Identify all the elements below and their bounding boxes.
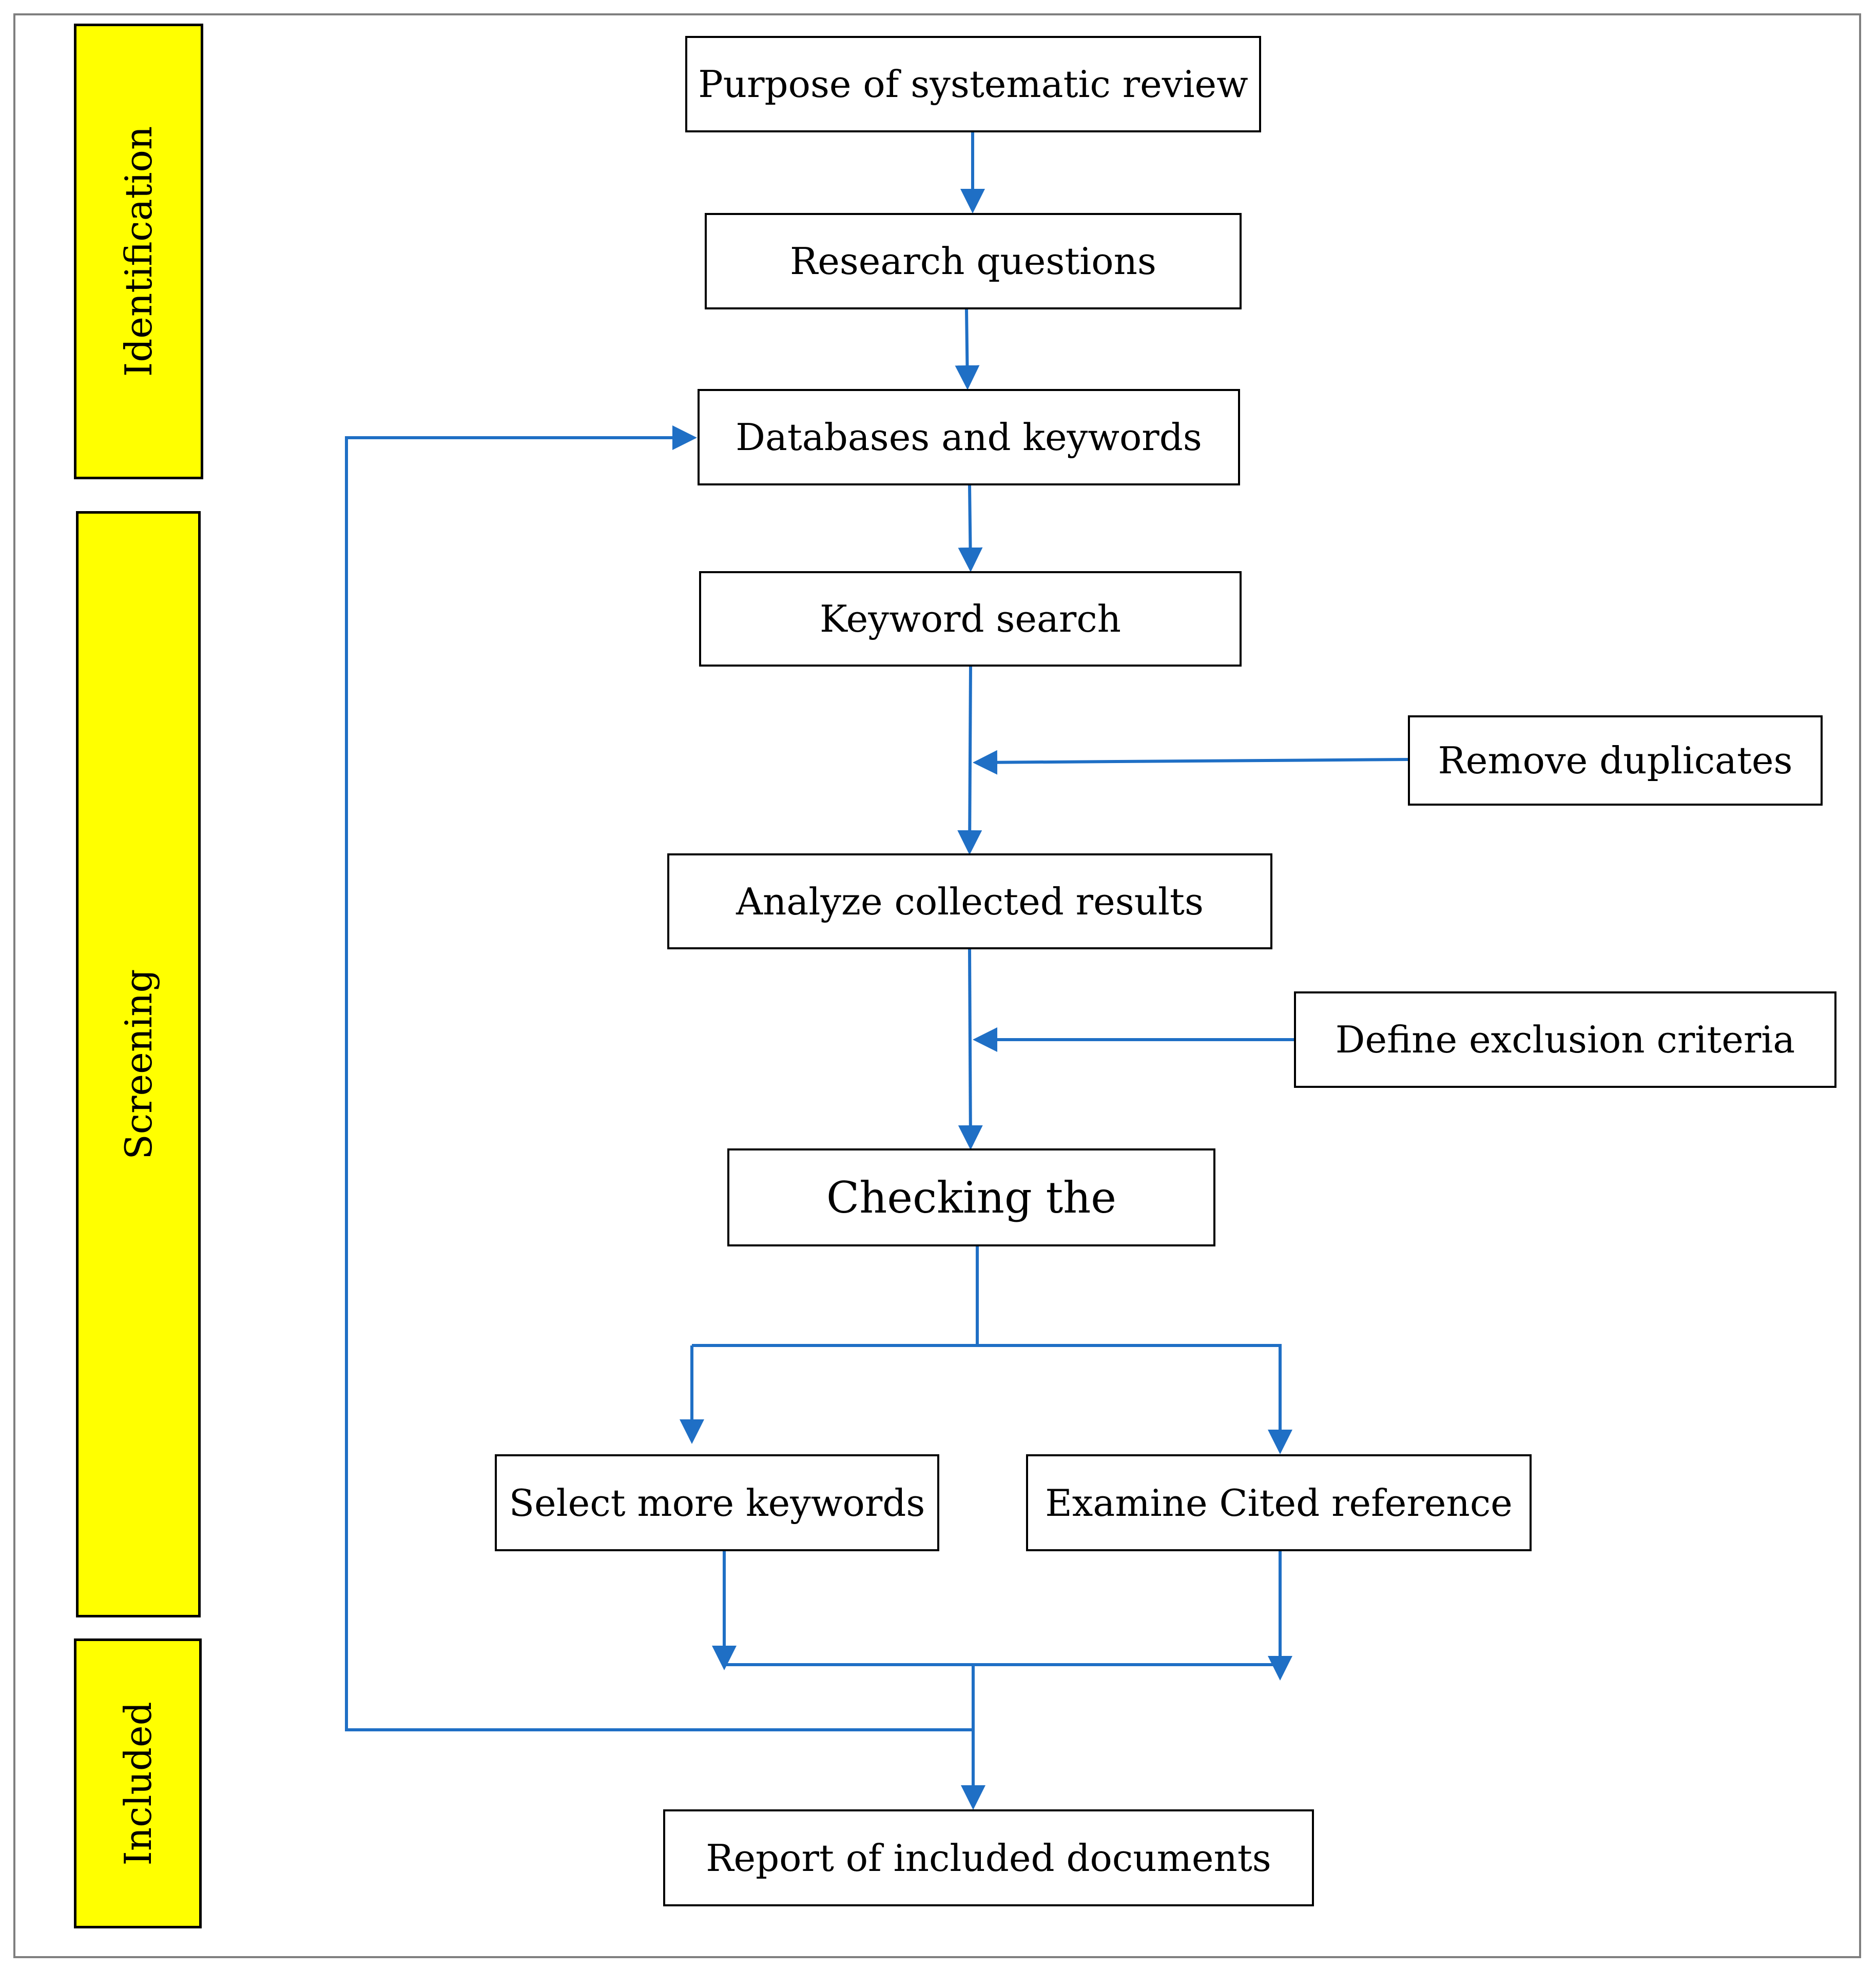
figure-frame [13, 13, 1861, 1958]
step-analyze-results: Analyze collected results [667, 853, 1272, 949]
phase-screening: Screening [76, 511, 201, 1617]
arrow-search-to-analyze [957, 666, 982, 855]
phase-included: Included [74, 1638, 202, 1928]
step-databases-keywords: Databases and keywords [698, 389, 1240, 485]
arrow-analyze-to-checking [958, 949, 983, 1150]
arrow-remove-duplicates [973, 750, 1408, 775]
step-checking: Checking the [727, 1148, 1215, 1246]
step-remove-duplicates: Remove duplicates [1408, 715, 1823, 806]
step-report: Report of included documents [663, 1809, 1314, 1906]
branch-checking-split [692, 1246, 979, 1347]
step-examine-cited: Examine Cited reference [1026, 1454, 1532, 1551]
arrow-to-examine-cited [977, 1344, 1292, 1454]
step-keyword-search: Keyword search [699, 571, 1242, 667]
arrow-questions-to-databases [955, 309, 980, 390]
phase-identification: Identification [74, 24, 203, 479]
step-research-questions: Research questions [705, 213, 1242, 309]
step-select-keywords: Select more keywords [495, 1454, 939, 1551]
arrow-feedback-to-databases [345, 425, 973, 1731]
arrow-databases-to-search [958, 485, 983, 572]
step-purpose: Purpose of systematic review [685, 36, 1261, 132]
step-exclusion-criteria: Define exclusion criteria [1294, 991, 1836, 1088]
